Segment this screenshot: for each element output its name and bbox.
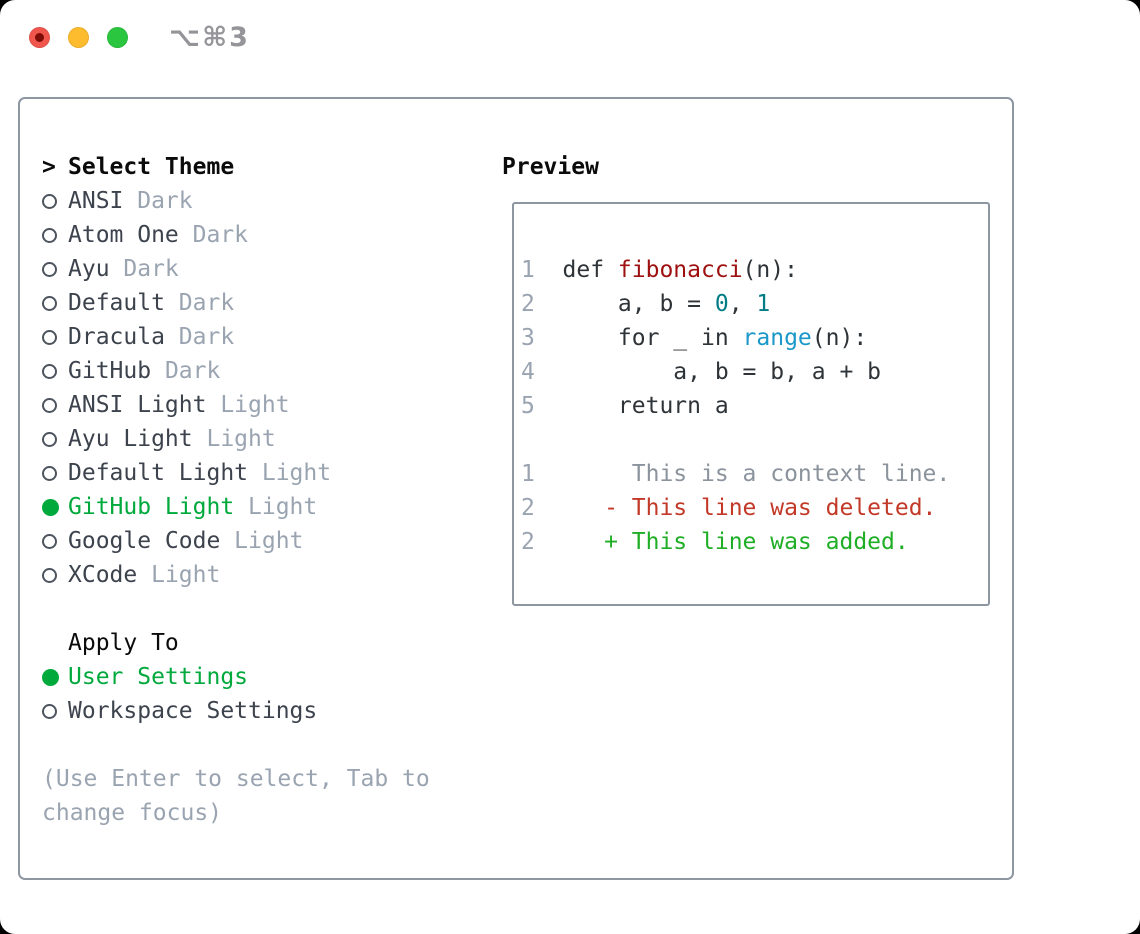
line-number: 5 xyxy=(521,393,535,419)
diff-context-text: This is a context line. xyxy=(562,461,951,487)
maximize-button[interactable] xyxy=(107,26,128,48)
line-number: 3 xyxy=(521,325,535,351)
radio-icon xyxy=(42,295,57,311)
theme-variant-badge: Dark xyxy=(178,324,235,350)
line-number: 1 xyxy=(521,461,535,487)
code-line: 5 return a xyxy=(521,389,988,423)
code-token: a, b = b, a + b xyxy=(562,359,882,385)
code-line: 3 for _ in range(n): xyxy=(521,321,988,355)
code-token-builtin: range xyxy=(742,325,812,351)
theme-option-ansi-dark[interactable]: ANSI Dark xyxy=(42,184,430,218)
line-number: 1 xyxy=(521,257,535,283)
theme-variant-badge: Dark xyxy=(192,222,249,248)
radio-icon xyxy=(42,193,57,209)
help-text-line2: change focus) xyxy=(42,800,223,826)
theme-option-github-light[interactable]: GitHub Light Light xyxy=(42,490,430,524)
line-number: 4 xyxy=(521,359,535,385)
radio-icon xyxy=(42,567,57,583)
code-token-number: 1 xyxy=(756,291,771,317)
theme-option-xcode[interactable]: XCode Light xyxy=(42,558,430,592)
theme-option-atom-one-dark[interactable]: Atom One Dark xyxy=(42,218,430,252)
apply-to-title: Apply To xyxy=(68,630,179,656)
diff-addition-text: + This line was added. xyxy=(562,529,909,555)
radio-icon xyxy=(42,227,57,243)
theme-option-google-code[interactable]: Google Code Light xyxy=(42,524,430,558)
theme-variant-badge: Dark xyxy=(123,256,179,282)
radio-selected-icon xyxy=(42,668,59,686)
code-line: 4 a, b = b, a + b xyxy=(521,355,988,389)
radio-selected-icon xyxy=(42,498,59,516)
diff-line-context: 1 This is a context line. xyxy=(521,457,988,491)
apply-option-workspace-settings[interactable]: Workspace Settings xyxy=(42,694,430,728)
theme-option-ansi-light[interactable]: ANSI Light Light xyxy=(42,388,430,422)
radio-icon xyxy=(42,363,57,379)
line-number: 2 xyxy=(521,291,535,317)
code-token: (n): xyxy=(811,325,868,351)
code-line: 2 a, b = 0, 1 xyxy=(521,287,988,321)
theme-option-github-dark[interactable]: GitHub Dark xyxy=(42,354,430,388)
theme-variant-badge: Dark xyxy=(137,188,193,214)
apply-option-user-settings[interactable]: User Settings xyxy=(42,660,430,694)
preview-title: Preview xyxy=(502,154,599,180)
theme-variant-badge: Light xyxy=(234,528,304,554)
window-title: ⌥⌘3 xyxy=(169,21,250,53)
help-text-line1: (Use Enter to select, Tab to xyxy=(42,766,430,792)
code-token: return a xyxy=(562,393,729,419)
code-line: 1 def fibonacci(n): xyxy=(521,253,988,287)
line-number: 2 xyxy=(521,529,535,555)
diff-deletion-text: - This line was deleted. xyxy=(562,495,937,521)
line-number: 2 xyxy=(521,495,535,521)
theme-option-dracula-dark[interactable]: Dracula Dark xyxy=(42,320,430,354)
titlebar: ⌥⌘3 xyxy=(0,0,1140,74)
theme-variant-badge: Light xyxy=(220,392,290,418)
code-token: , xyxy=(728,291,757,317)
select-theme-title: Select Theme xyxy=(68,154,235,180)
theme-variant-badge: Light xyxy=(151,562,221,588)
radio-icon xyxy=(42,329,57,345)
theme-option-default-dark[interactable]: Default Dark xyxy=(42,286,430,320)
theme-variant-badge: Light xyxy=(261,460,332,486)
radio-icon xyxy=(42,397,57,413)
theme-variant-badge: Dark xyxy=(178,290,235,316)
select-theme-header: > Select Theme xyxy=(42,150,430,184)
minimize-button[interactable] xyxy=(68,26,89,48)
code-token-number: 0 xyxy=(714,291,729,317)
diff-line-deletion: 2 - This line was deleted. xyxy=(521,491,988,525)
radio-icon xyxy=(42,261,57,277)
theme-variant-badge: Dark xyxy=(164,358,221,384)
code-token: for _ in xyxy=(562,325,743,351)
code-token-function: fibonacci xyxy=(617,257,743,283)
apply-to-header: Apply To xyxy=(42,626,430,660)
theme-variant-badge: Light xyxy=(206,426,276,452)
theme-list: > Select Theme ANSI Dark Atom One Dark A… xyxy=(42,150,430,830)
radio-icon xyxy=(42,465,57,481)
diff-line-addition: 2 + This line was added. xyxy=(521,525,988,559)
close-button[interactable] xyxy=(29,26,50,48)
code-token: (n): xyxy=(742,257,798,283)
radio-icon xyxy=(42,703,57,719)
focus-caret-icon: > xyxy=(42,154,56,180)
code-line-blank xyxy=(521,423,988,457)
theme-option-default-light[interactable]: Default Light Light xyxy=(42,456,430,490)
code-token: a, b = xyxy=(562,291,715,317)
radio-icon xyxy=(42,533,57,549)
unsaved-dot-icon xyxy=(35,32,44,42)
theme-option-ayu-light[interactable]: Ayu Light Light xyxy=(42,422,430,456)
radio-icon xyxy=(42,431,57,447)
theme-option-ayu-dark[interactable]: Ayu Dark xyxy=(42,252,430,286)
theme-picker-panel: > Select Theme ANSI Dark Atom One Dark A… xyxy=(18,97,1014,880)
theme-variant-badge: Light xyxy=(248,494,318,520)
code-token: def xyxy=(562,257,618,283)
